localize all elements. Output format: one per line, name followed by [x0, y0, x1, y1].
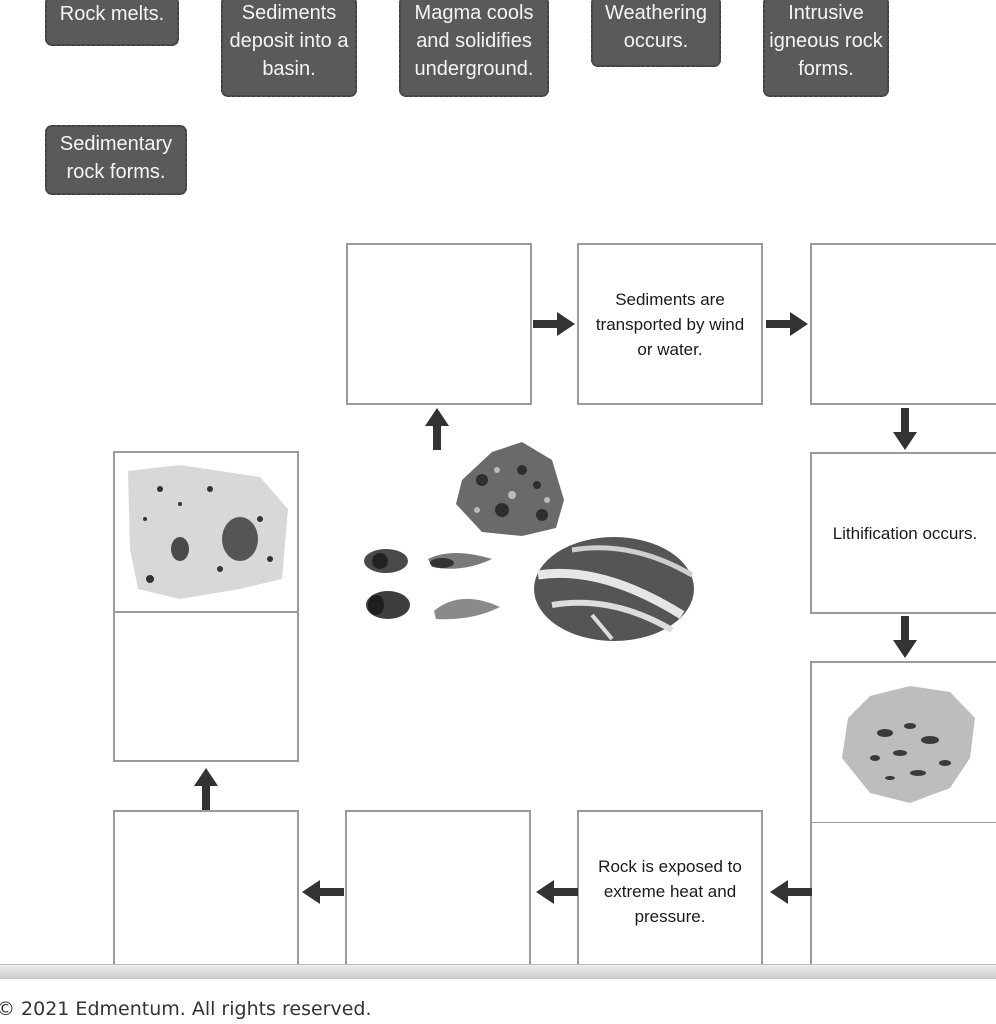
tile-intrusive-igneous[interactable]: Intrusive igneous rock forms. — [763, 0, 889, 97]
arrow-left-icon — [770, 880, 812, 904]
box-lithification: Lithification occurs. — [810, 452, 996, 614]
igneous-rock-image — [128, 465, 288, 599]
drop-box-left-mid[interactable] — [113, 611, 299, 762]
arrow-left-icon — [302, 880, 344, 904]
tile-magma-cools[interactable]: Magma cools and solidifies underground. — [399, 0, 549, 97]
tile-sediments-deposit[interactable]: Sediments deposit into a basin. — [221, 0, 357, 97]
arrow-up-icon — [194, 768, 218, 810]
drop-box-bottom-left[interactable] — [113, 810, 299, 972]
drop-box-bottom-middle[interactable] — [345, 810, 531, 972]
rock-image — [456, 442, 564, 536]
arrow-left-icon — [536, 880, 578, 904]
arrow-right-icon — [766, 312, 808, 336]
arrow-up-icon — [425, 408, 449, 450]
arrow-right-icon — [533, 312, 575, 336]
footer-copyright: © 2021 Edmentum. All rights reserved. — [0, 998, 372, 1020]
drop-box-top-left[interactable] — [346, 243, 532, 405]
drop-box-top-right[interactable] — [810, 243, 996, 405]
metamorphic-rock-image — [534, 537, 694, 641]
box-rock-exposed-heat: Rock is exposed to extreme heat and pres… — [577, 810, 763, 972]
horizontal-scrollbar[interactable] — [0, 964, 996, 979]
tile-rock-melts[interactable]: Rock melts. — [45, 0, 179, 46]
drop-box-right-bottom[interactable] — [810, 822, 996, 972]
arrow-down-icon — [893, 616, 917, 658]
box-sedimentary-rock-image — [810, 661, 996, 824]
shells-image — [364, 549, 500, 620]
arrow-down-icon — [893, 408, 917, 450]
tile-sedimentary-rock-forms[interactable]: Sedimentary rock forms. — [45, 125, 187, 195]
tile-weathering-occurs[interactable]: Weathering occurs. — [591, 0, 721, 67]
box-igneous-rock-image — [113, 451, 299, 613]
box-sediments-transported: Sediments are transported by wind or wat… — [577, 243, 763, 405]
sedimentary-rock-image — [842, 685, 975, 803]
